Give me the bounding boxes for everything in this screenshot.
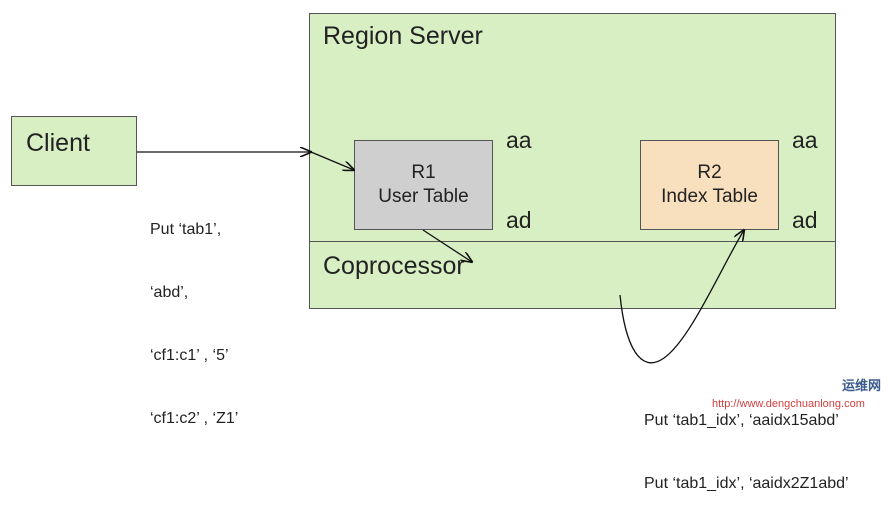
r1-table-label: User Table: [378, 186, 469, 207]
connector-arrows: [137, 0, 893, 364]
r2-start-key: aa: [792, 127, 818, 153]
client-put-line: ‘cf1:c1’ , ‘5’: [150, 347, 229, 364]
r2-table-label: Index Table: [661, 186, 758, 207]
client-put-line: Put ‘tab1’,: [150, 221, 222, 238]
client-label: Client: [26, 129, 90, 157]
watermark-url: http://www.dengchuanlong.com: [712, 398, 865, 410]
watermark-logo: 运维网: [842, 378, 882, 393]
region-server-title: Region Server: [323, 22, 483, 50]
coprocessor-label: Coprocessor: [323, 252, 465, 280]
r2-end-key: ad: [792, 207, 818, 233]
client-put-line: ‘abd’,: [150, 284, 189, 301]
r1-start-key: aa: [506, 127, 532, 153]
r1-to-coprocessor-arrow: [422, 229, 472, 262]
r1-user-table-box: R1 User Table: [354, 140, 493, 230]
index-put-line: Put ‘tab1_idx’, ‘aaidx2Z1abd’: [644, 475, 849, 492]
client-box: Client: [11, 116, 137, 186]
coprocessor-to-r2-arrow: [619, 230, 744, 364]
r2-name: R2: [697, 162, 722, 184]
server-to-r1-arrow: [310, 151, 354, 170]
coprocessor-divider: [310, 241, 835, 242]
r1-end-key: ad: [506, 207, 532, 233]
r1-name: R1: [411, 162, 436, 184]
r2-index-table-box: R2 Index Table: [640, 140, 779, 230]
